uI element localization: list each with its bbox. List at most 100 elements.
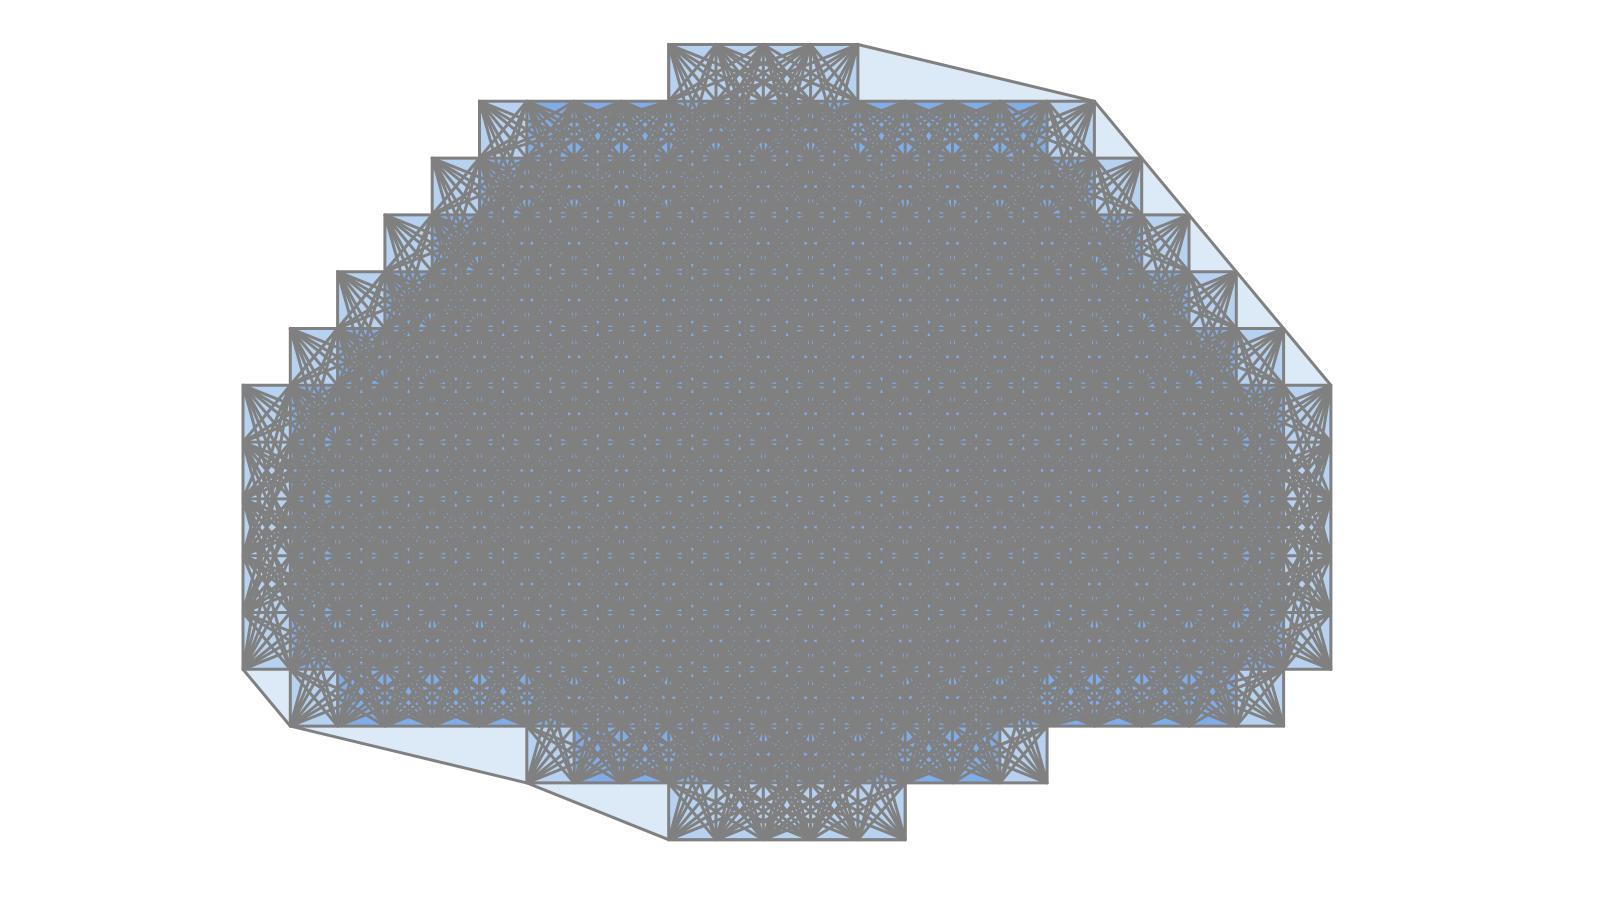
graph-edge (1187, 497, 1333, 558)
graph-edge (1187, 383, 1286, 444)
graph-edge (1092, 270, 1238, 387)
graph-edge (288, 611, 340, 728)
graph-edge (1045, 440, 1144, 501)
graph-edge (572, 270, 671, 330)
graph-edge (478, 270, 623, 330)
graph-edge (714, 497, 860, 558)
graph-edge (525, 554, 623, 614)
graph-edge (525, 327, 623, 387)
graph-edge (1187, 270, 1238, 387)
graph-edge (619, 270, 718, 330)
graph-edge (809, 440, 954, 501)
graph-edge (1045, 213, 1144, 274)
graph-edge (1045, 611, 1191, 728)
graph-edge (241, 554, 387, 671)
graph-edge (619, 554, 765, 614)
graph-edge (525, 156, 671, 217)
graph-edge (951, 383, 1049, 444)
graph-edge (525, 667, 671, 785)
graph-edge (1092, 497, 1238, 558)
graph-edge (903, 383, 1002, 444)
graph-edge (903, 270, 1049, 330)
graph-edge (241, 497, 292, 614)
graph-edge (903, 383, 1049, 444)
graph-edge (430, 554, 576, 671)
graph-edge (761, 497, 860, 558)
graph-edge (478, 213, 623, 274)
graph-edge (619, 440, 765, 501)
graph-edge (998, 270, 1144, 387)
graph-edge (619, 611, 765, 671)
graph-edge (951, 440, 1049, 501)
graph-edge (667, 99, 813, 160)
graph-edge (572, 99, 718, 217)
graph-edge (619, 156, 765, 274)
graph-edge (336, 554, 481, 614)
graph-edge (478, 156, 623, 274)
graph-edge (809, 99, 954, 160)
graph-edge (336, 383, 434, 444)
graph-edge (478, 383, 623, 444)
graph-edge (856, 440, 954, 501)
graph-edge (714, 43, 860, 103)
graph-edge (1045, 554, 1144, 614)
graph-edge (1140, 213, 1191, 274)
graph-edge (241, 440, 292, 501)
graph-edge (478, 497, 623, 614)
graph-edge (241, 440, 340, 501)
graph-edge (714, 667, 860, 728)
graph-edge (572, 156, 718, 217)
graph-edge (572, 327, 718, 444)
graph-edge (383, 497, 481, 558)
graph-edge (430, 156, 529, 217)
graph-edge (951, 270, 1049, 330)
graph-edge (809, 383, 907, 444)
graph-edge (809, 383, 954, 501)
graph-edge (809, 43, 860, 160)
graph-edge (809, 667, 907, 728)
graph-edge (336, 497, 481, 558)
graph-edge (1092, 554, 1238, 614)
graph-edge (761, 99, 860, 160)
graph-edge (430, 440, 576, 558)
graph-edge (903, 611, 1002, 671)
graph-edge (903, 554, 1002, 614)
graph-edge (1045, 554, 1191, 671)
graph-edge (903, 327, 1049, 387)
graph-edge (241, 383, 340, 444)
graph-edge (525, 611, 671, 671)
graph-edge (383, 270, 529, 387)
graph-edge (903, 440, 1049, 558)
graph-edge (951, 327, 1049, 387)
graph-edge (809, 497, 907, 558)
graph-edge (903, 440, 1049, 501)
graph-edge (1092, 156, 1144, 274)
graph-edge (572, 327, 671, 387)
graph-edge (383, 213, 529, 274)
graph-edge (951, 611, 1096, 728)
graph-edge (1140, 497, 1286, 558)
graph-edge (572, 611, 671, 671)
graph-edge (856, 156, 1002, 274)
graph-edge (761, 554, 907, 671)
graph-edge (383, 213, 434, 330)
graph-edge (809, 156, 907, 217)
graph-edge (430, 667, 529, 728)
graph-edge (667, 440, 813, 501)
graph-edge (714, 270, 813, 330)
graph-edge (903, 213, 1049, 274)
graph-edge (1140, 554, 1286, 614)
graph-edge (667, 497, 813, 614)
graph-edge (430, 156, 576, 217)
graph-edge (241, 611, 292, 671)
graph-edge (1187, 270, 1238, 330)
graph-edge (1092, 383, 1191, 444)
graph-edge (998, 667, 1049, 785)
graph-edge (998, 554, 1144, 671)
graph-edge (478, 611, 576, 671)
graph-edge (667, 213, 765, 274)
graph-edge (336, 611, 434, 671)
graph-edge (1092, 270, 1238, 330)
graph-edge (572, 213, 718, 274)
